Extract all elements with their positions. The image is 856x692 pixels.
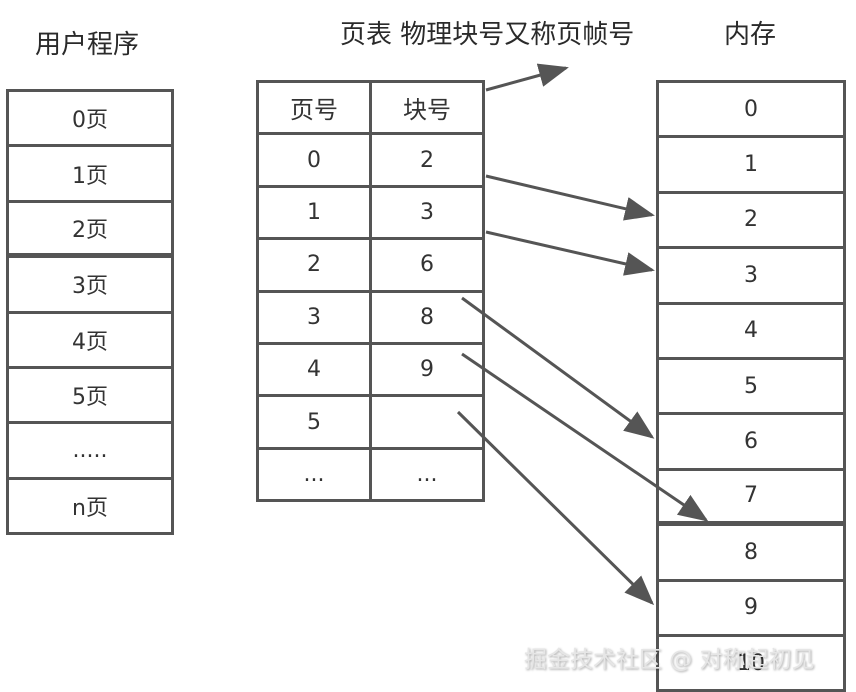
user-program-stack: 0页 1页 2页 3页 4页 5页 ..... n页 <box>6 89 174 536</box>
block-number-cell: 8 <box>369 289 485 345</box>
page-table-heading: 页表 物理块号又称页帧号 <box>340 20 635 50</box>
watermark: 掘金技术社区 @ 对称起初见 <box>524 647 815 673</box>
user-page-cell: 1页 <box>6 147 174 203</box>
page-table-row: 1 3 <box>256 184 485 241</box>
mapping-arrow <box>485 230 655 276</box>
block-number-cell: 9 <box>369 341 485 398</box>
memory-stack: 0 1 2 3 4 5 6 7 8 9 10 <box>656 80 846 692</box>
memory-block-cell: 3 <box>656 249 846 305</box>
memory-block-cell: 9 <box>656 581 846 637</box>
page-table-row: 5 <box>256 394 485 450</box>
user-page-cell: 2页 <box>6 202 174 259</box>
user-page-cell: 5页 <box>6 368 174 425</box>
memory-block-cell: 4 <box>656 304 846 360</box>
memory-block-cell: 1 <box>656 138 846 194</box>
page-table: 页号 块号 0 2 1 3 2 6 3 8 4 9 5 ... ... <box>256 79 485 503</box>
memory-block-cell: 0 <box>656 83 846 139</box>
memory-block-cell: 2 <box>656 193 846 250</box>
block-number-cell: ... <box>369 446 485 503</box>
page-number-header: 页号 <box>256 79 372 136</box>
page-number-cell: 2 <box>256 237 372 293</box>
memory-block-cell: 8 <box>656 526 846 582</box>
mapping-arrow <box>456 410 655 606</box>
memory-block-cell: 10 <box>656 636 846 692</box>
user-page-cell: 3页 <box>6 258 174 314</box>
page-number-cell: 4 <box>256 341 372 398</box>
page-number-cell: 1 <box>256 184 372 241</box>
memory-block-cell: 5 <box>656 359 846 416</box>
user-page-cell: n页 <box>6 479 174 536</box>
page-table-row: ... ... <box>256 446 485 503</box>
page-number-cell: ... <box>256 446 372 503</box>
memory-block-cell: 7 <box>656 470 846 527</box>
block-number-cell: 6 <box>369 237 485 293</box>
page-table-row: 2 6 <box>256 237 485 293</box>
user-program-heading: 用户程序 <box>35 30 140 60</box>
page-number-cell: 3 <box>256 289 372 345</box>
page-table-row: 0 2 <box>256 132 485 188</box>
memory-block-cell: 6 <box>656 415 846 471</box>
user-page-cell: 4页 <box>6 313 174 369</box>
page-table-row: 4 9 <box>256 341 485 398</box>
memory-heading: 内存 <box>724 20 777 50</box>
user-page-cell: ..... <box>6 424 174 480</box>
user-page-cell: 0页 <box>6 92 174 148</box>
block-number-cell: 2 <box>369 132 485 188</box>
page-number-cell: 0 <box>256 132 372 188</box>
label-arrow <box>485 63 569 92</box>
page-table-header-row: 页号 块号 <box>256 79 485 136</box>
mapping-arrow <box>461 296 655 439</box>
block-number-cell: 3 <box>369 184 485 241</box>
page-number-cell: 5 <box>256 394 372 450</box>
page-table-row: 3 8 <box>256 289 485 345</box>
block-number-cell <box>369 394 485 450</box>
block-number-header: 块号 <box>369 79 485 136</box>
mapping-arrow <box>485 174 655 221</box>
